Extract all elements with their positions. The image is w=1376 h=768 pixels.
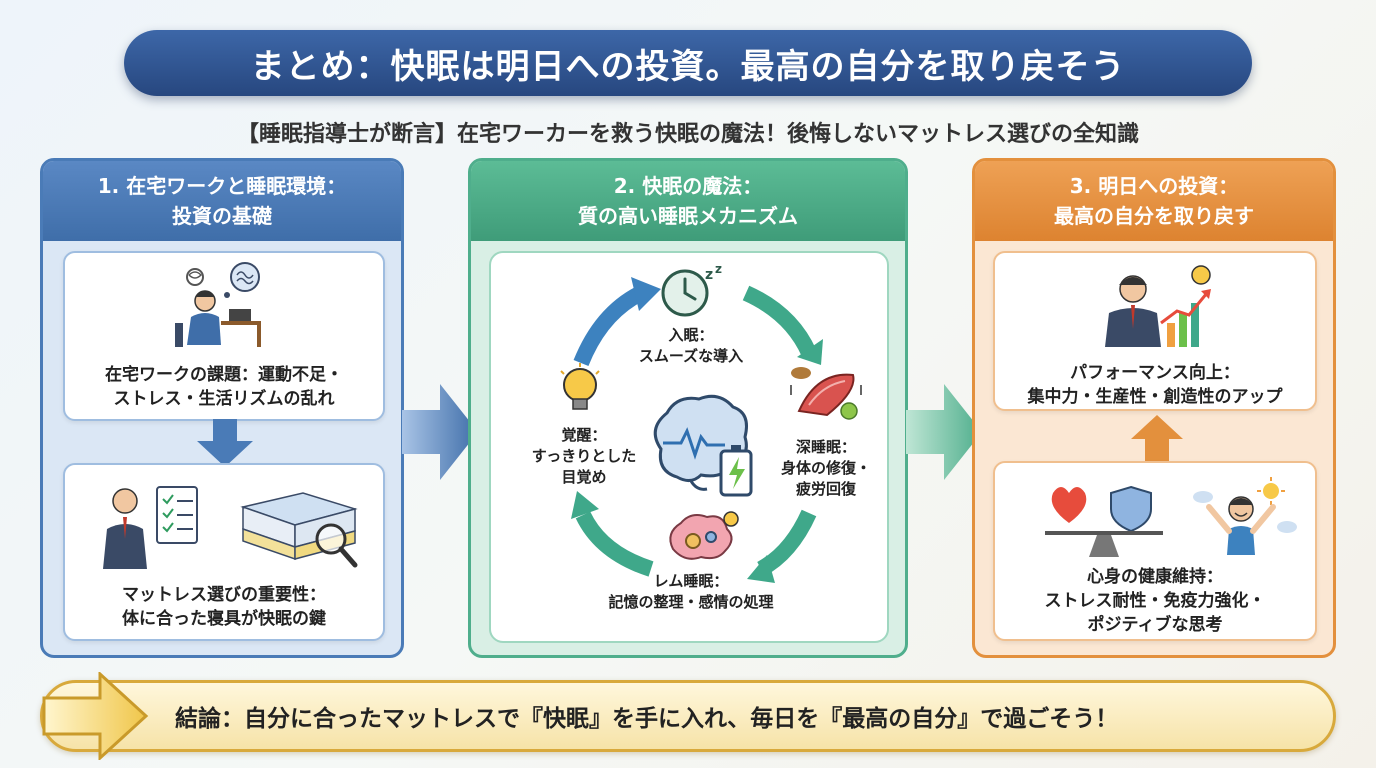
brain-gear-icon — [669, 511, 739, 560]
column3-header: 3. 明日への投資：最高の自分を取り戻す — [975, 161, 1333, 241]
brain-battery-icon — [653, 394, 753, 497]
card-performance: パフォーマンス向上： 集中力・生産性・創造性のアップ — [993, 251, 1317, 411]
column-investment-tomorrow: 3. 明日への投資：最高の自分を取り戻す パフォーマンス向上： 集中力・生産性・… — [972, 158, 1336, 658]
card-remote-work-issues: 在宅ワークの課題：運動不足・ ストレス・生活リズムの乱れ — [63, 251, 385, 421]
consultant-checklist-icon — [103, 486, 198, 569]
businessman-growth-icon — [1105, 265, 1211, 347]
svg-text:z: z — [715, 263, 722, 276]
column-work-and-sleep: 1. 在宅ワークと睡眠環境：投資の基礎 在宅ワークの課題：運動不足・ ストレス・… — [40, 158, 404, 658]
cycle-arrows — [571, 277, 823, 583]
column1-header: 1. 在宅ワークと睡眠環境：投資の基礎 — [43, 161, 401, 241]
conclusion-arrow-icon — [42, 672, 149, 760]
sleep-cycle-card: z z 入眠： スムーズな導入 覚醒： すっきりとした 目覚め — [489, 251, 889, 643]
page-title: まとめ：快眠は明日への投資。最高の自分を取り戻そう — [124, 30, 1252, 96]
stressed-worker-icon — [175, 262, 261, 347]
conclusion-text: 結論：自分に合ったマットレスで『快眠』を手に入れ、毎日を『最高の自分』で過ごそう… — [175, 706, 1119, 732]
lightbulb-icon — [560, 363, 600, 410]
page-subtitle: 【睡眠指導士が断言】在宅ワーカーを救う快眠の魔法！後悔しないマットレス選びの全知… — [236, 122, 1139, 147]
right-arrow-icon — [402, 384, 478, 480]
clock-icon: z z — [661, 263, 722, 317]
card-health: 心身の健康維持： ストレス耐性・免疫力強化・ ポジティブな思考 — [993, 461, 1317, 641]
up-arrow-icon — [1131, 415, 1183, 463]
mattress-magnifier-icon — [240, 492, 358, 568]
balance-heart-shield-icon — [1045, 485, 1163, 557]
column2-header: 2. 快眠の魔法：質の高い睡眠メカニズム — [471, 161, 905, 241]
card-mattress-importance: マットレス選びの重要性： 体に合った寝具が快眠の鍵 — [63, 463, 385, 641]
right-arrow-icon — [906, 384, 982, 480]
down-arrow-icon — [197, 419, 253, 467]
svg-text:z: z — [705, 267, 713, 283]
column-sleep-mechanism: 2. 快眠の魔法：質の高い睡眠メカニズム z z 入眠： — [468, 158, 908, 658]
muscle-repair-icon — [790, 367, 862, 420]
conclusion-banner: 結論：自分に合ったマットレスで『快眠』を手に入れ、毎日を『最高の自分』で過ごそう… — [40, 680, 1336, 752]
happy-person-icon — [1193, 477, 1297, 555]
